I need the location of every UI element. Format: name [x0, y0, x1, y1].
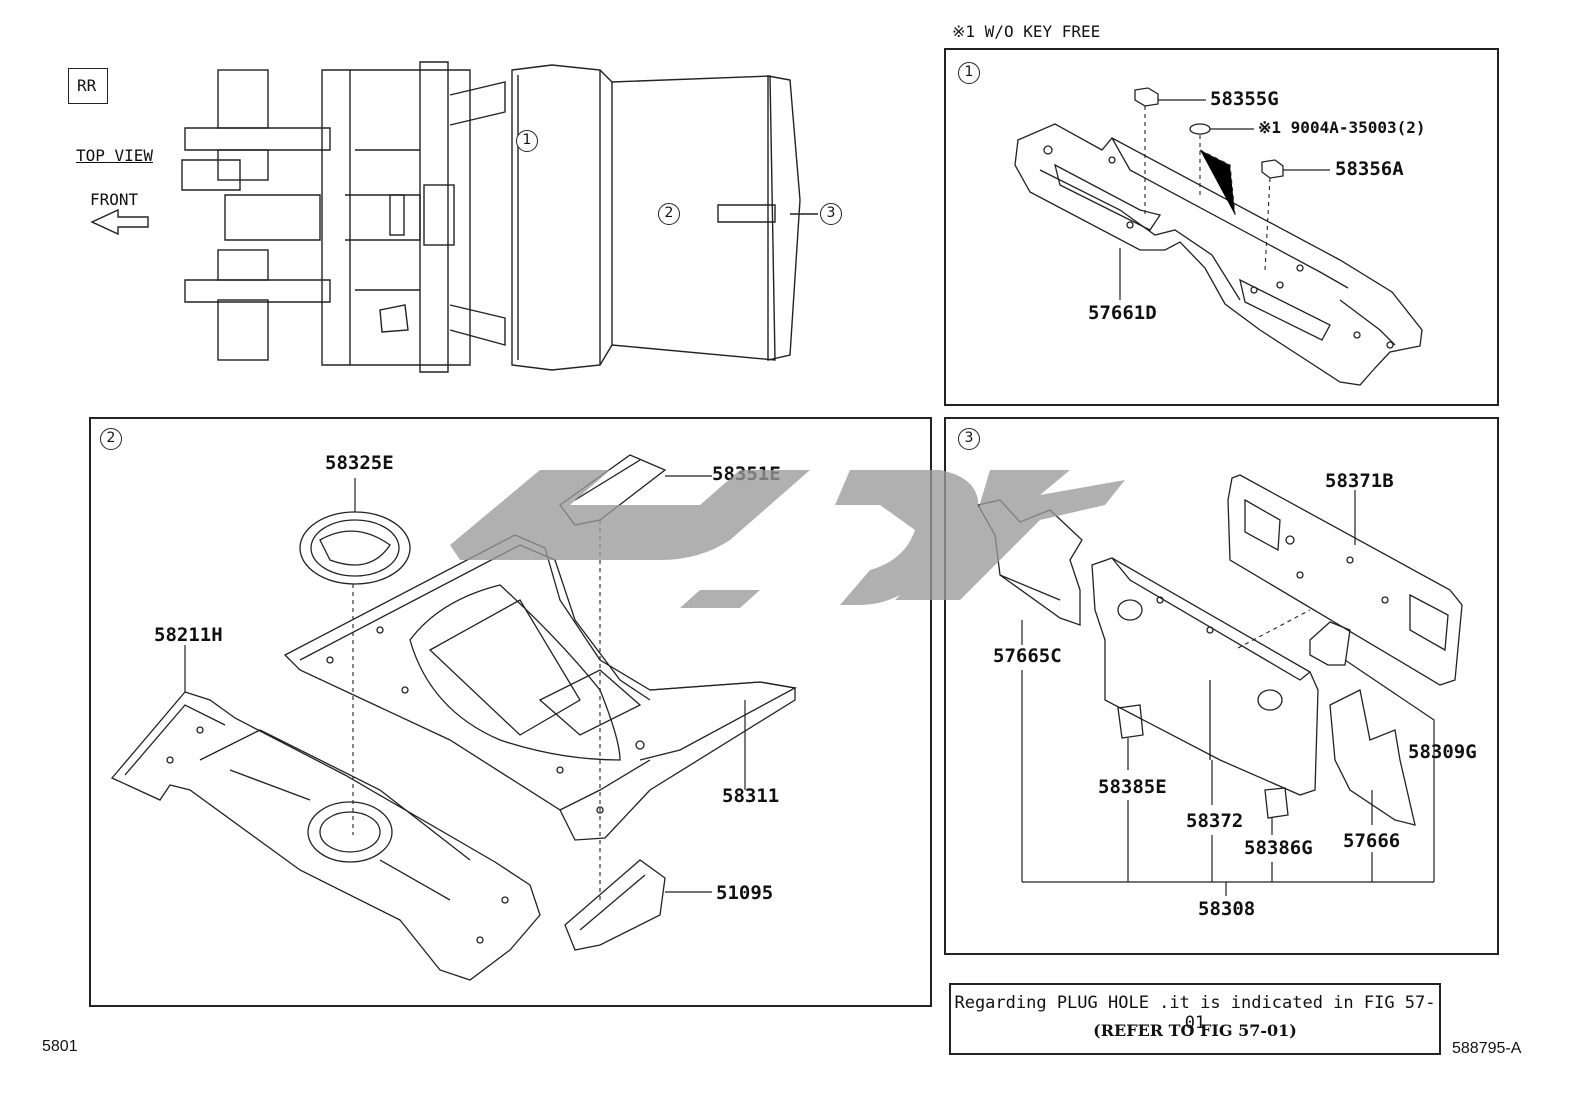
- panel-3: [944, 417, 1499, 955]
- note-line-1: Regarding PLUG HOLE .it is indicated in …: [954, 993, 1436, 1033]
- part-57666: 57666: [1343, 830, 1401, 852]
- part-58355G: 58355G: [1210, 88, 1279, 110]
- section-2-callout: 2: [658, 203, 680, 225]
- part-58385E: 58385E: [1098, 776, 1167, 798]
- panel-2-callout: 2: [100, 428, 122, 450]
- plug-hole-note: Regarding PLUG HOLE .it is indicated in …: [949, 983, 1441, 1055]
- rr-label-box: RR: [68, 68, 108, 104]
- panel-2: [89, 417, 932, 1007]
- part-9004A: ※1 9004A-35003(2): [1258, 118, 1426, 137]
- part-58356A: 58356A: [1335, 158, 1404, 180]
- front-label: FRONT: [90, 190, 139, 209]
- section-1-callout: 1: [516, 130, 538, 152]
- part-58308: 58308: [1198, 898, 1256, 920]
- part-57665C: 57665C: [993, 645, 1062, 667]
- part-58325E: 58325E: [325, 452, 394, 474]
- part-58309G: 58309G: [1408, 741, 1477, 763]
- panel-1: [944, 48, 1499, 406]
- part-58372: 58372: [1186, 810, 1244, 832]
- part-51095: 51095: [716, 882, 774, 904]
- top-view-label: TOP VIEW: [76, 146, 154, 165]
- footnote-header: ※1 W/O KEY FREE: [952, 22, 1101, 41]
- panel-3-callout: 3: [958, 428, 980, 450]
- left-arrow-icon: [90, 208, 149, 236]
- part-58386G: 58386G: [1244, 837, 1313, 859]
- figure-code: 588795-A: [1452, 1040, 1522, 1057]
- part-58211H: 58211H: [154, 624, 223, 646]
- part-58311: 58311: [722, 785, 780, 807]
- panel-1-callout: 1: [958, 62, 980, 84]
- section-3-callout: 3: [820, 203, 842, 225]
- rr-label: RR: [77, 76, 97, 95]
- part-58371B: 58371B: [1325, 470, 1394, 492]
- part-57661D: 57661D: [1088, 302, 1157, 324]
- note-line-2: (REFER TO FIG 57-01): [1093, 1021, 1297, 1040]
- page-code: 5801: [42, 1038, 78, 1055]
